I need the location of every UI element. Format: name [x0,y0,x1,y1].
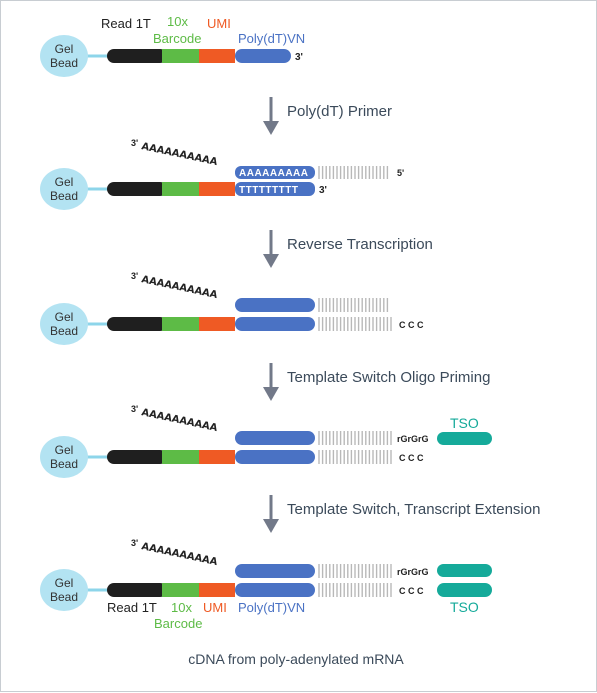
umi-segment [199,317,235,331]
barcode-segment [162,450,199,464]
mrna-dashes [318,564,392,578]
gel-bead [40,168,88,210]
barcode-segment [162,182,199,196]
umi-label: UMI [207,16,231,31]
mrna-three-prime: 3' [131,404,138,414]
gel-bead-label: Gel [55,175,74,189]
tenx-label: 10x [167,14,188,29]
umi-segment [199,49,235,63]
polydt-segment [235,49,291,63]
ccc-label: C C C [399,320,424,330]
polydt-label: Poly(dT)VN [238,31,305,46]
read1-segment [107,182,167,196]
gel-bead [40,436,88,478]
mrna-three-prime: 3' [131,138,138,148]
tenx-label: 10x [171,600,192,615]
mrna-dashes [318,298,389,312]
stage-5: 3' AAAAAAAAAA rGrGrG Gel Bead C C C Read… [40,538,492,631]
poly-a-tail: AAAAAAAAAA [140,407,218,434]
gel-bead-label: Bead [50,324,78,338]
polydt-segment [235,182,315,196]
three-prime-label: 3' [295,52,303,63]
mrna-segment [235,431,315,445]
mrna-dashes [318,166,389,179]
barcode-label: Barcode [153,31,201,46]
primer-a-label: AAAAAAAAA [239,168,309,179]
stage-1: Read 1T 10x Barcode UMI Poly(dT)VN Gel B… [40,14,305,77]
step-arrow-4 [263,495,279,533]
step-label-3: Template Switch Oligo Priming [287,369,490,386]
barcode-segment [162,49,199,63]
step-arrow-1 [263,97,279,135]
three-prime-label: 3' [319,185,327,196]
step-label-1: Poly(dT) Primer [287,103,392,120]
read1-segment [107,49,167,63]
tso-label: TSO [450,415,479,431]
poly-a-tail: AAAAAAAAAA [140,274,218,301]
cdna-dashes [318,450,392,464]
poly-a-tail: AAAAAAAAAA [140,141,218,168]
stage-2: 3' AAAAAAAAAA AAAAAAAAA 5' Gel Bead TTTT… [40,138,404,210]
polydt-segment [235,583,315,597]
mrna-segment [235,564,315,578]
ccc-label: C C C [399,586,424,596]
polydt-label: Poly(dT)VN [238,600,305,615]
mrna-segment [235,298,315,312]
mrna-dashes [318,431,392,445]
cdna-dashes [318,317,392,331]
read1-segment [107,317,167,331]
read1-label: Read 1T [107,600,157,615]
ccc-label: C C C [399,453,424,463]
caption: cDNA from poly-adenylated mRNA [188,651,404,667]
step-arrow-3 [263,363,279,401]
step-arrow-2 [263,230,279,268]
polydt-segment [235,317,315,331]
gel-bead [40,569,88,611]
barcode-label: Barcode [154,616,202,631]
polydt-segment [235,450,315,464]
read1-label: Read 1T [101,16,151,31]
gel-bead-label: Gel [55,310,74,324]
cdna-dashes [318,583,392,597]
mrna-three-prime: 3' [131,271,138,281]
umi-label: UMI [203,600,227,615]
step-label-2: Reverse Transcription [287,236,433,253]
stage-4: 3' AAAAAAAAAA rGrGrG TSO Gel Bead C C C [40,404,492,478]
umi-segment [199,182,235,196]
gel-bead-label: Bead [50,590,78,604]
tso-complement-segment [437,583,492,597]
gel-bead [40,35,88,77]
stage-3: 3' AAAAAAAAAA Gel Bead C C C [40,271,424,345]
gel-bead-label: Gel [55,443,74,457]
barcode-segment [162,583,199,597]
gel-bead-label: Gel [55,576,74,590]
tso-segment [437,564,492,577]
step-label-4: Template Switch, Transcript Extension [287,501,540,518]
gel-bead [40,303,88,345]
gel-bead-label: Bead [50,189,78,203]
umi-segment [199,450,235,464]
tso-segment [437,432,492,445]
poly-a-tail: AAAAAAAAAA [140,541,218,568]
gel-bead-label: Bead [50,56,78,70]
tso-label: TSO [450,599,479,615]
barcode-segment [162,317,199,331]
rgrgrg-label: rGrGrG [397,434,429,444]
read1-segment [107,450,167,464]
mrna-polya-segment [235,166,315,179]
read1-segment [107,583,167,597]
rgrgrg-label: rGrGrG [397,567,429,577]
primer-t-label: TTTTTTTTT [239,185,298,196]
five-prime-label: 5' [397,168,404,178]
mrna-three-prime: 3' [131,538,138,548]
gel-bead-label: Gel [55,42,74,56]
gel-bead-label: Bead [50,457,78,471]
umi-segment [199,583,235,597]
